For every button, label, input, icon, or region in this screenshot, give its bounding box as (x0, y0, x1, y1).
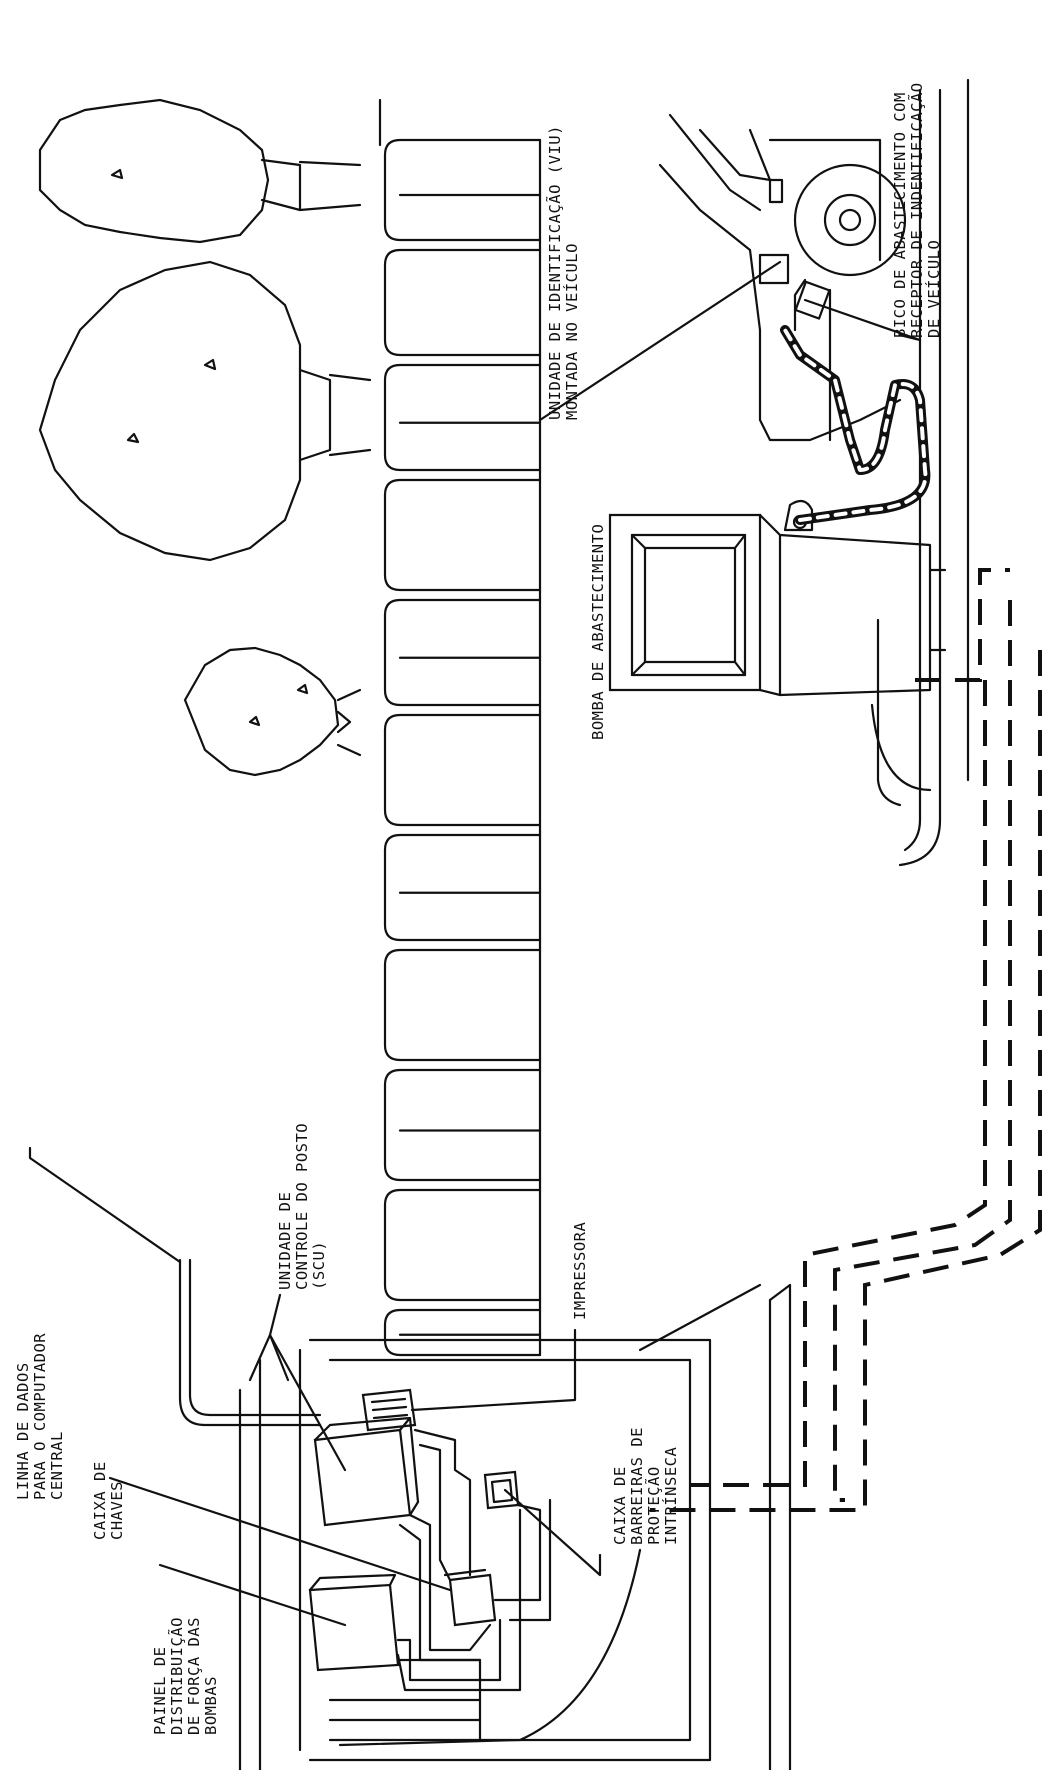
fence-block (383, 833, 542, 942)
fence-block (383, 363, 542, 472)
fence-block (383, 598, 542, 707)
painel-line-3: DE FORÇA DAS (185, 1617, 203, 1735)
chaves-line-1: CAIXA DE (91, 1461, 109, 1540)
fence-block (383, 1068, 542, 1182)
label-chaves: CAIXA DE CHAVES (91, 1461, 126, 1540)
scu-line-1: UNIDADE DE (276, 1192, 294, 1290)
station-building (238, 1283, 792, 1770)
bico-line-1: BICO DE ABASTECIMENTO COM (891, 92, 909, 338)
fence-block (383, 1188, 542, 1302)
label-viu: UNIDADE DE IDENTIFICAÇÃO (VIU) MONTADA N… (545, 125, 581, 420)
label-painel: PAINEL DE DISTRIBUIÇÃO DE FORÇA DAS BOMB… (151, 1617, 220, 1735)
fence-block (383, 1308, 542, 1357)
road-lines (870, 78, 970, 867)
fence-block (383, 713, 542, 827)
scu-line-3: (SCU) (310, 1241, 328, 1290)
linha-line-1: LINHA DE DADOS (14, 1362, 32, 1500)
label-scu: UNIDADE DE CONTROLE DO POSTO (SCU) (276, 1123, 328, 1290)
tree-bottom (183, 646, 362, 777)
fence-block (383, 248, 542, 357)
label-barreiras: CAIXA DE BARREIRAS DE PROTEÇÃO INTRÍNSEC… (611, 1427, 680, 1545)
chaves-line-2: CHAVES (108, 1481, 126, 1540)
scu-line-2: CONTROLE DO POSTO (293, 1123, 311, 1290)
linha-line-2: PARA O COMPUTADOR (31, 1333, 49, 1500)
painel-line-1: PAINEL DE (151, 1647, 169, 1736)
fence-block (383, 948, 542, 1062)
fence-block (383, 478, 542, 592)
linha-line-3: CENTRAL (48, 1431, 66, 1500)
wheel (793, 163, 907, 277)
bico-line-3: DE VEÍCULO (924, 240, 943, 338)
underground-pipes (650, 568, 1042, 1512)
printer (361, 1388, 417, 1432)
barreiras-line-3: PROTEÇÃO (644, 1466, 663, 1545)
viu-line-2: MONTADA NO VEÍCULO (562, 243, 581, 420)
impressora-line-1: IMPRESSORA (571, 1222, 589, 1320)
fence-block (383, 138, 542, 242)
barreiras-line-1: CAIXA DE (611, 1466, 629, 1545)
fuel-pump (608, 499, 947, 697)
label-impressora: IMPRESSORA (571, 1222, 589, 1320)
power-panel (308, 1573, 400, 1672)
scu-box (313, 1416, 420, 1527)
painel-line-2: DISTRIBUIÇÃO (167, 1617, 186, 1735)
barrier-box (483, 1470, 520, 1510)
barreiras-line-4: INTRÍNSECA (661, 1447, 680, 1545)
data-line (178, 1258, 322, 1427)
viu-unit (758, 253, 790, 285)
label-linha: LINHA DE DADOS PARA O COMPUTADOR CENTRAL (14, 1333, 66, 1500)
bico-line-2: RECEPTOR DE INDENTIFICAÇÃO (907, 82, 926, 338)
label-bomba: BOMBA DE ABASTECIMENTO (589, 524, 607, 740)
switch-box (443, 1568, 497, 1627)
tree-middle (38, 260, 372, 562)
barreiras-line-2: BARREIRAS DE (628, 1427, 646, 1545)
fuel-hose (780, 325, 931, 525)
equipment (308, 1388, 552, 1692)
bomba-line-1: BOMBA DE ABASTECIMENTO (589, 524, 607, 740)
label-bico: BICO DE ABASTECIMENTO COM RECEPTOR DE IN… (891, 82, 943, 338)
leader-lines (28, 260, 922, 1627)
tree-top (38, 98, 362, 244)
fence-blocks (378, 98, 542, 1357)
painel-line-4: BOMBAS (202, 1676, 220, 1735)
vehicle (658, 113, 907, 442)
viu-line-1: UNIDADE DE IDENTIFICAÇÃO (VIU) (545, 125, 564, 420)
